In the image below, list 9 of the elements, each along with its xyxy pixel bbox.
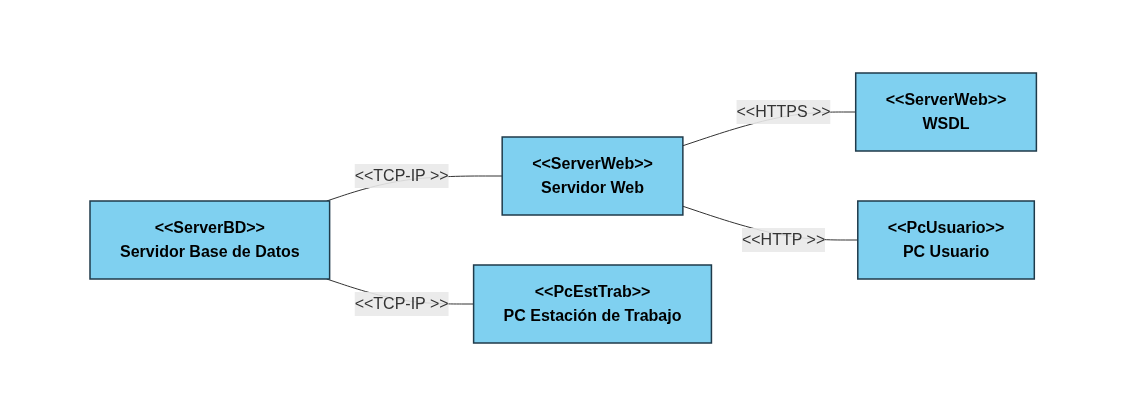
edge-label: <<HTTP >> — [741, 231, 826, 248]
node-box: <<ServerWeb>> Servidor Web — [501, 136, 684, 216]
edge-label: <<TCP-IP >> — [354, 295, 449, 312]
node-box: <<PcEstTrab>> PC Estación de Trabajo — [472, 264, 712, 344]
edge-label: <<TCP-IP >> — [354, 167, 449, 184]
edge-label: <<HTTPS >> — [736, 103, 831, 120]
node-box: <<PcUsuario>> PC Usuario — [856, 200, 1035, 280]
node-box: <<ServerBD>> Servidor Base de Datos — [89, 200, 331, 280]
node-box: <<ServerWeb>> WSDL — [854, 72, 1037, 152]
